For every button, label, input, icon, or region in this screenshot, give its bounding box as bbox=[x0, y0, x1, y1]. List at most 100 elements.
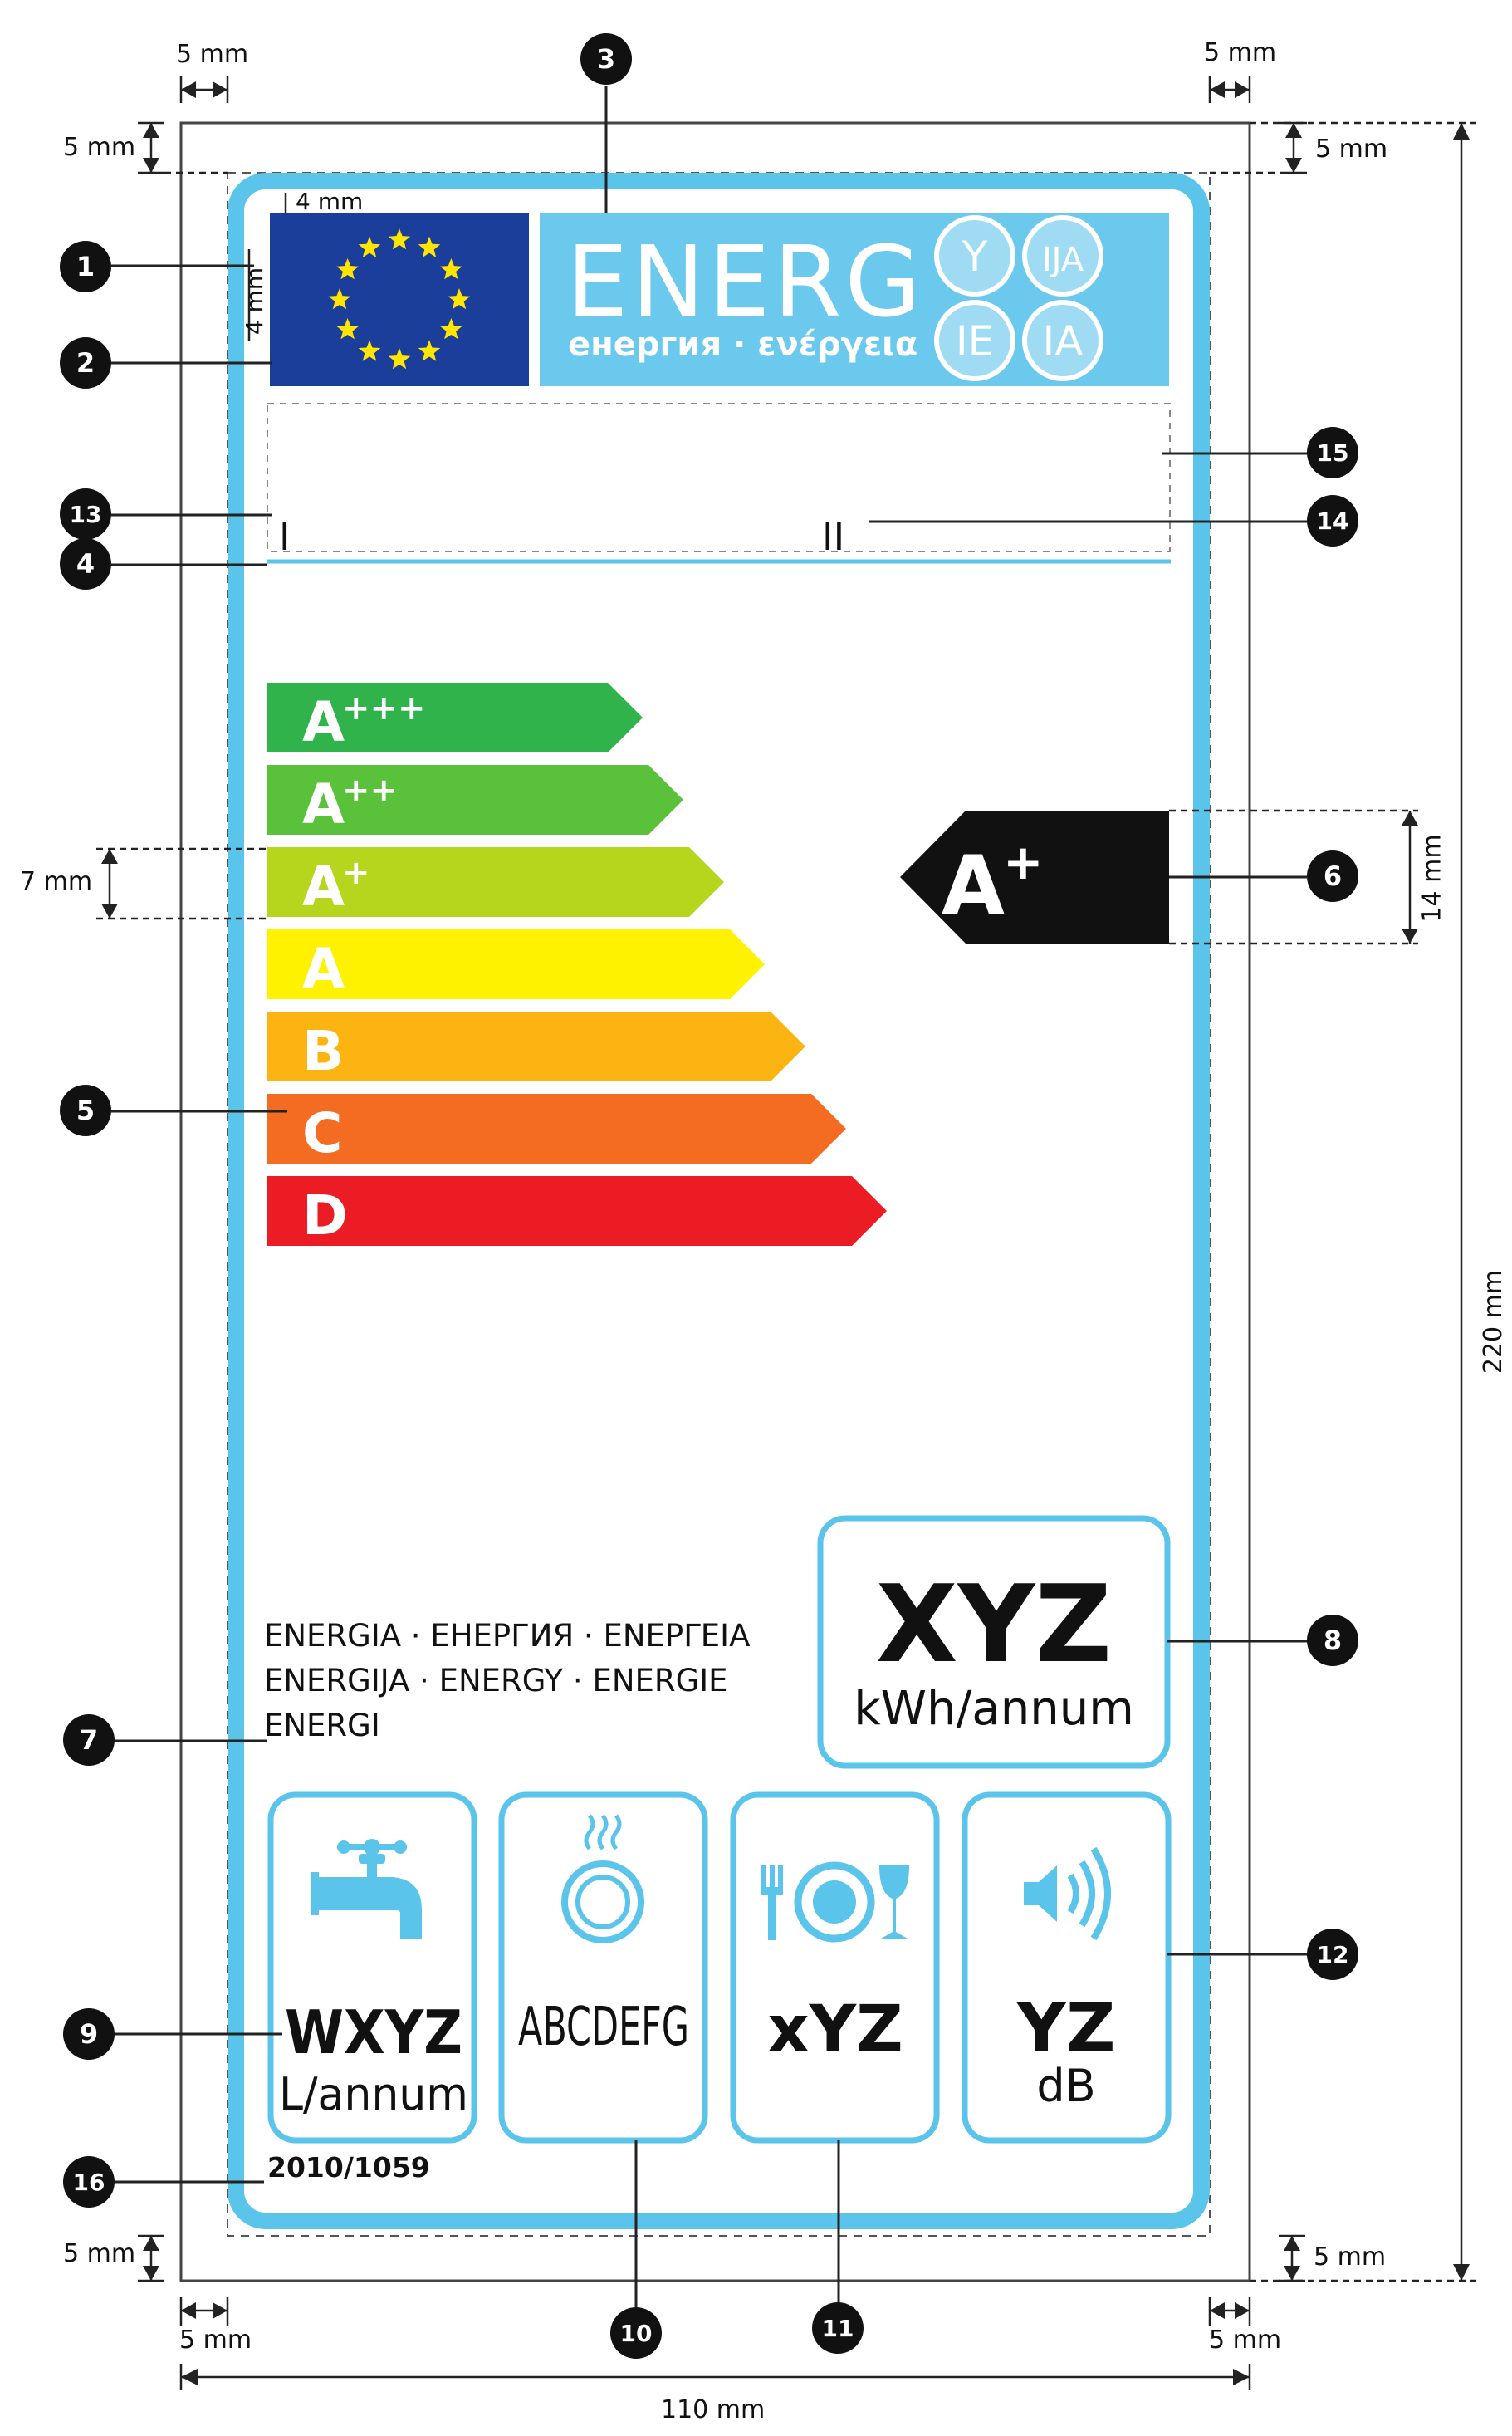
eu-star-icon bbox=[388, 348, 411, 370]
dim-bar-height: 7 mm bbox=[20, 867, 93, 896]
eu-star-icon bbox=[388, 228, 411, 250]
header-bubble-label: IJA bbox=[1042, 241, 1084, 279]
water-value: WXYZ bbox=[285, 1997, 462, 2067]
noise-box bbox=[962, 1791, 1172, 2144]
roman-ii: II bbox=[822, 514, 844, 559]
eu-star-icon bbox=[440, 258, 462, 280]
drying-value: ABCDEFG bbox=[518, 1997, 689, 2058]
water-unit: L/annum bbox=[279, 2068, 468, 2120]
regulation-number: 2010/1059 bbox=[267, 2151, 430, 2184]
outer-frame bbox=[179, 121, 1251, 2282]
callout-15: 15 bbox=[1307, 427, 1358, 478]
consumption-value: XYZ bbox=[876, 1563, 1112, 1687]
scale-letter: C bbox=[302, 1101, 342, 1165]
header-bubble bbox=[934, 215, 1015, 297]
scale-sup: +++ bbox=[342, 689, 426, 728]
callout-12: 12 bbox=[1307, 1929, 1358, 1980]
dim-total-width: 110 mm bbox=[661, 2395, 766, 2424]
eu-stars bbox=[328, 228, 471, 370]
scale-letter: A bbox=[302, 855, 345, 919]
callout-6: 6 bbox=[1307, 850, 1358, 902]
energy-words-line-2: ENERGIJA · ENERGY · ENERGIE bbox=[264, 1663, 728, 1698]
eu-star-icon bbox=[358, 236, 381, 257]
header-bubbles: Y IJA IE IA bbox=[934, 215, 1103, 381]
callout-16: 16 bbox=[63, 2156, 115, 2208]
rating-arrow bbox=[900, 811, 1169, 944]
eu-star-icon bbox=[336, 318, 359, 340]
callout-7: 7 bbox=[63, 1714, 115, 1766]
scale-sup: + bbox=[342, 854, 370, 892]
header-bubble-label: IA bbox=[1043, 317, 1084, 365]
place-settings-icon bbox=[761, 1861, 909, 1943]
scale-arrow bbox=[267, 683, 643, 752]
callout-14: 14 bbox=[1307, 495, 1358, 547]
dim-bottom-left-height: 5 mm bbox=[63, 2239, 136, 2268]
header-bubble-label: Y bbox=[962, 233, 988, 281]
callout-leaders bbox=[111, 86, 1309, 2307]
eu-star-icon bbox=[358, 340, 381, 361]
noise-value: YZ bbox=[1016, 1989, 1116, 2068]
energy-words-line-1: ENERGIA · ЕНЕРГИЯ · ΕΝΕΡΓΕΙΑ bbox=[264, 1618, 750, 1654]
callout-9: 9 bbox=[63, 2008, 115, 2060]
tap-icon bbox=[311, 1839, 422, 1939]
dim-header-top: 4 mm bbox=[296, 188, 364, 215]
roman-i: I bbox=[279, 514, 291, 559]
scale-arrow bbox=[267, 929, 765, 999]
callout-3: 3 bbox=[580, 33, 632, 85]
callout-4: 4 bbox=[60, 538, 111, 590]
scale-arrow bbox=[267, 1176, 887, 1246]
energy-words-line-3: ENERGI bbox=[264, 1708, 380, 1743]
callout-2: 2 bbox=[60, 337, 111, 389]
scale-arrow bbox=[267, 1012, 805, 1081]
eu-star-icon bbox=[336, 258, 359, 280]
efficiency-scale: A+++A++A+ABCD bbox=[267, 683, 887, 1247]
eu-star-icon bbox=[448, 288, 471, 310]
speaker-icon bbox=[1024, 1846, 1111, 1941]
header-bubble bbox=[1022, 215, 1103, 297]
plate-drying-icon bbox=[561, 1814, 644, 1943]
dim-header-left: 4 mm bbox=[241, 267, 269, 336]
eu-star-icon bbox=[440, 318, 462, 340]
callout-11: 11 bbox=[812, 2302, 864, 2354]
header-bubble bbox=[934, 300, 1015, 381]
scale-letter: D bbox=[302, 1184, 348, 1247]
dimension-arrowheads bbox=[101, 81, 1470, 2385]
dim-bottom-right-width: 5 mm bbox=[1209, 2326, 1282, 2355]
dim-top-left-width: 5 mm bbox=[176, 40, 249, 69]
header-bubble-label: IE bbox=[956, 317, 994, 365]
noise-unit: dB bbox=[1036, 2060, 1095, 2112]
rating-letter: A bbox=[942, 839, 1005, 934]
dim-top-right-height: 5 mm bbox=[1315, 135, 1388, 164]
dim-arrow-height: 14 mm bbox=[1417, 834, 1447, 923]
scale-letter: A bbox=[302, 937, 345, 1001]
callout-13: 13 bbox=[60, 488, 111, 540]
header-subtitle: енергия · ενέργεια bbox=[568, 326, 917, 364]
scale-arrow bbox=[267, 765, 683, 835]
scale-letter: A bbox=[302, 690, 345, 754]
header-bar bbox=[540, 213, 1169, 386]
scale-letter: A bbox=[302, 772, 345, 836]
callout-1: 1 bbox=[60, 241, 111, 292]
callout-10: 10 bbox=[610, 2307, 662, 2359]
eu-star-icon bbox=[418, 340, 441, 361]
dim-total-height: 220 mm bbox=[1479, 1269, 1509, 1375]
scale-letter: B bbox=[302, 1019, 344, 1083]
scale-sup: ++ bbox=[342, 772, 398, 810]
dim-bottom-right-height: 5 mm bbox=[1314, 2242, 1387, 2272]
scale-arrow bbox=[267, 1094, 846, 1164]
dim-top-right-width: 5 mm bbox=[1204, 38, 1277, 67]
drying-box bbox=[498, 1791, 708, 2144]
header-energ: ENERG bbox=[566, 224, 924, 339]
supplier-box bbox=[267, 403, 1171, 552]
dim-top-left-height: 5 mm bbox=[63, 133, 136, 162]
dim-bottom-left-width: 5 mm bbox=[179, 2326, 252, 2355]
rating-sup: + bbox=[1003, 834, 1044, 890]
header-bubble bbox=[1022, 300, 1103, 381]
callout-5: 5 bbox=[60, 1085, 111, 1136]
eu-star-icon bbox=[418, 236, 441, 257]
eu-star-icon bbox=[328, 288, 351, 310]
scale-arrow bbox=[267, 847, 724, 917]
consumption-unit: kWh/annum bbox=[854, 1682, 1134, 1736]
settings-value: xYZ bbox=[767, 1992, 903, 2067]
